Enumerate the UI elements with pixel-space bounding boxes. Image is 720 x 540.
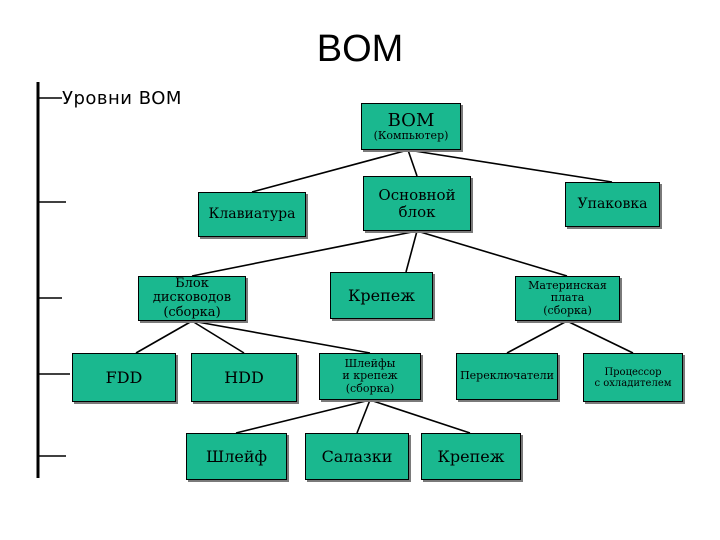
node-cable-label: Шлейф bbox=[205, 446, 268, 466]
edge-drive-cables bbox=[191, 320, 371, 354]
edge-mb-switches bbox=[506, 320, 568, 354]
node-main-unit-line2: блок bbox=[398, 202, 436, 221]
node-processor: Процессор с охладителем bbox=[583, 353, 683, 402]
node-processor-line2: с охладителем bbox=[594, 377, 672, 389]
node-packaging-label: Упаковка bbox=[577, 195, 648, 212]
edge-bom-keyboard bbox=[251, 149, 409, 193]
node-drive-unit-line2: дисководов bbox=[152, 290, 232, 306]
edge-drive-fdd bbox=[135, 320, 193, 354]
node-bom: BOM (Компьютер) bbox=[361, 103, 461, 150]
node-cables-fasteners-line3: (сборка) bbox=[345, 381, 395, 395]
node-drive-unit: Блок дисководов (сборка) bbox=[138, 276, 246, 321]
node-fasteners2: Крепеж bbox=[421, 433, 521, 480]
slide-title: BOM bbox=[316, 28, 404, 70]
edge-cables-cable bbox=[235, 399, 371, 434]
node-drive-unit-line3: (сборка) bbox=[163, 304, 221, 320]
node-motherboard-line1: Материнская bbox=[528, 279, 607, 293]
node-switches: Переключатели bbox=[456, 353, 558, 400]
node-keyboard: Клавиатура bbox=[198, 192, 306, 237]
node-motherboard-line2: плата bbox=[550, 291, 585, 305]
edge-drive-hdd bbox=[191, 320, 245, 354]
node-rails: Салазки bbox=[305, 433, 409, 480]
node-cables-fasteners-line1: Шлейфы bbox=[344, 357, 396, 371]
node-rails-label: Салазки bbox=[321, 446, 393, 466]
node-fasteners2-label: Крепеж bbox=[437, 446, 505, 466]
node-motherboard: Материнская плата (сборка) bbox=[515, 276, 620, 321]
node-main-unit-line1: Основной bbox=[378, 186, 456, 204]
node-fasteners: Крепеж bbox=[330, 272, 433, 319]
node-switches-label: Переключатели bbox=[460, 369, 554, 383]
edge-bom-packaging bbox=[407, 149, 613, 183]
node-hdd-label: HDD bbox=[224, 367, 264, 387]
node-cable: Шлейф bbox=[186, 433, 287, 480]
node-packaging: Упаковка bbox=[565, 182, 660, 227]
edge-bom-main-unit bbox=[407, 149, 418, 177]
node-fasteners-label: Крепеж bbox=[348, 285, 415, 305]
node-motherboard-line3: (сборка) bbox=[543, 303, 592, 317]
node-main-unit: Основной блок bbox=[363, 176, 471, 231]
edge-main-fasteners bbox=[405, 230, 418, 273]
node-bom-title: BOM bbox=[387, 109, 435, 131]
node-drive-unit-line1: Блок bbox=[175, 276, 209, 292]
edge-cables-rails bbox=[356, 399, 371, 434]
edge-main-drive-unit bbox=[191, 230, 418, 277]
node-cables-fasteners-line2: и крепеж bbox=[342, 369, 398, 383]
node-fdd-label: FDD bbox=[105, 367, 143, 387]
node-hdd: HDD bbox=[191, 353, 297, 402]
node-keyboard-label: Клавиатура bbox=[208, 205, 296, 222]
edge-cables-fasteners bbox=[369, 399, 471, 434]
node-cables-fasteners: Шлейфы и крепеж (сборка) bbox=[319, 353, 421, 400]
node-processor-line1: Процессор bbox=[604, 366, 662, 378]
node-fdd: FDD bbox=[72, 353, 176, 402]
node-bom-subtitle: (Компьютер) bbox=[373, 129, 449, 143]
levels-label: Уровни BOM bbox=[62, 88, 182, 109]
edge-mb-processor bbox=[566, 320, 634, 354]
edge-main-motherboard bbox=[416, 230, 568, 277]
